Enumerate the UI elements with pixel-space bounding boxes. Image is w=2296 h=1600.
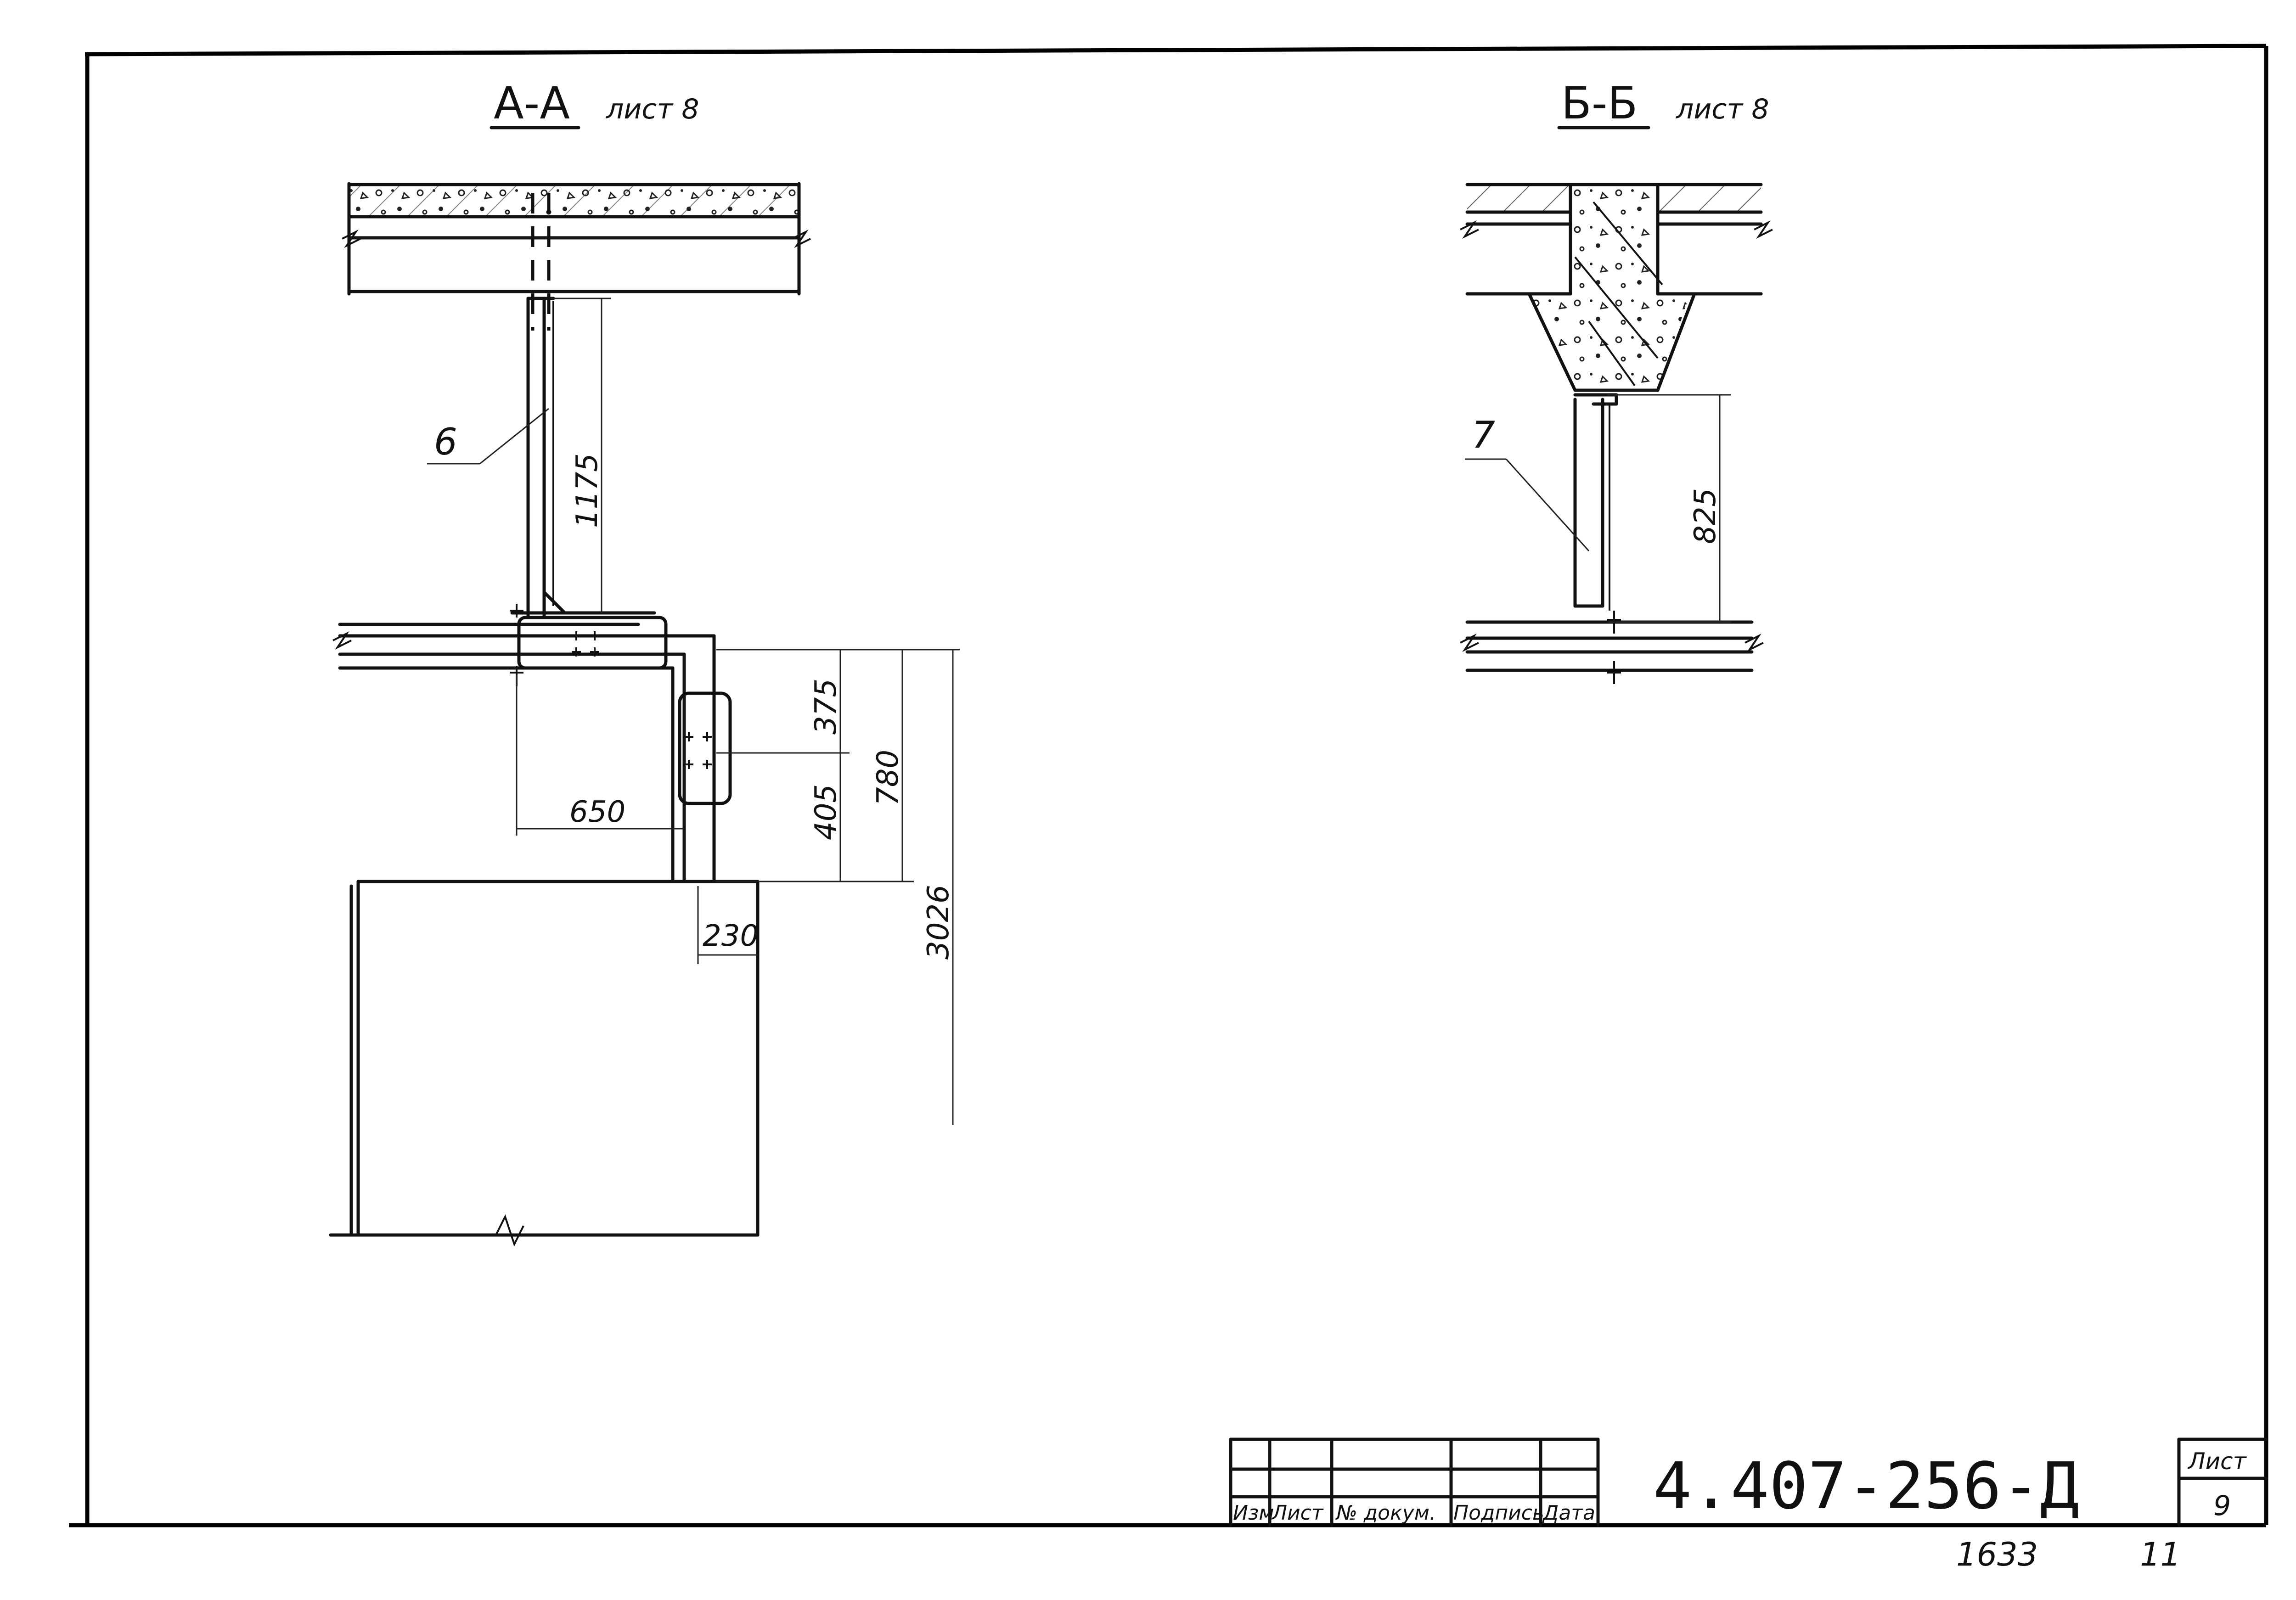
- dim-650: 650: [569, 795, 625, 829]
- section-a-heading: А-А лист 8: [490, 78, 699, 129]
- dim-1175: 1175: [570, 453, 604, 528]
- section-a-beam: [332, 604, 732, 883]
- section-a-dimensions: [427, 298, 960, 1125]
- tb-sheet-number: 9: [2213, 1490, 2231, 1522]
- section-b-hanger: [1573, 393, 1618, 611]
- tb-header-list: Лист: [1271, 1501, 1324, 1525]
- dim-780: 780: [871, 750, 905, 806]
- title-block: [1229, 1437, 2268, 1527]
- tb-sheet-label: Лист: [2187, 1448, 2247, 1475]
- dim-405: 405: [809, 784, 843, 840]
- dim-3026: 3026: [922, 885, 956, 960]
- section-a-wall: [329, 880, 760, 1247]
- callout-item-7: 7: [1472, 414, 1495, 456]
- tb-header-date: Дата: [1542, 1501, 1595, 1525]
- tb-header-signature: Подпись: [1453, 1501, 1544, 1525]
- section-a-slab: [342, 182, 811, 331]
- section-b-sheet-ref: лист 8: [1676, 93, 1769, 125]
- dim-375: 375: [809, 679, 843, 735]
- callout-item-6: 6: [434, 421, 457, 463]
- section-b-dimensions: [1465, 394, 1731, 623]
- section-a-label: А-А: [494, 78, 570, 129]
- dim-825: 825: [1688, 488, 1722, 544]
- tb-doc-code: 4.407-256-Д: [1653, 1449, 2079, 1524]
- section-b-heading: Б-Б лист 8: [1557, 78, 1769, 129]
- sheet-frame: [69, 44, 2268, 1527]
- tb-header-doc: № докум.: [1335, 1501, 1436, 1525]
- footer-left-number: 1633: [1956, 1536, 2038, 1573]
- section-a-hanger: [510, 297, 656, 617]
- footer-right-number: 11: [2140, 1536, 2181, 1573]
- section-a-sheet-ref: лист 8: [606, 93, 699, 125]
- dim-230: 230: [703, 919, 759, 953]
- section-b-label: Б-Б: [1561, 78, 1638, 129]
- section-b-slab: [1460, 183, 1773, 392]
- tb-header-izm: Изм: [1233, 1501, 1274, 1525]
